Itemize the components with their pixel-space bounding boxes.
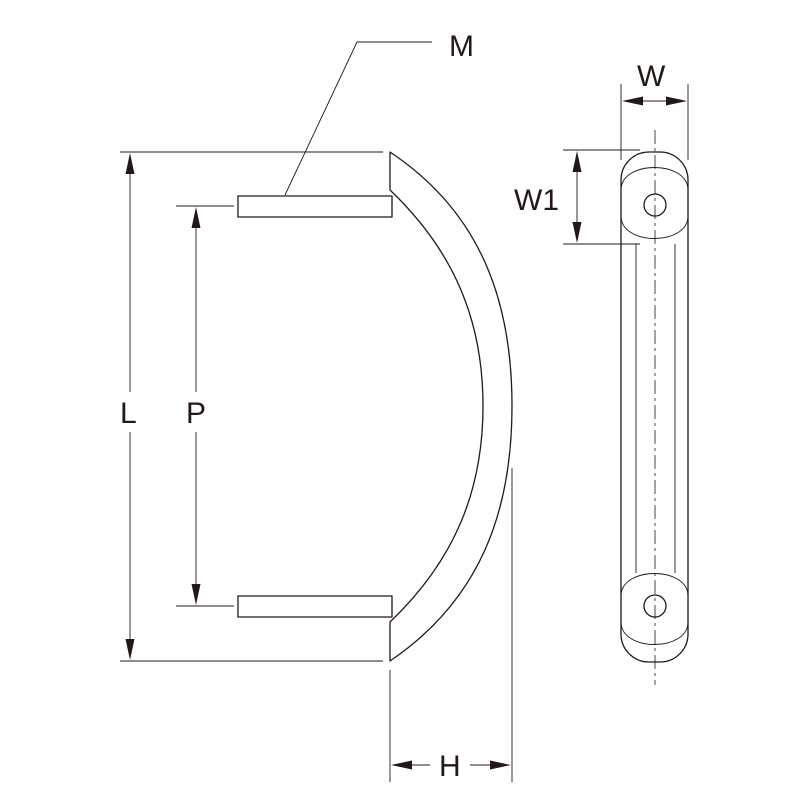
- dimension-w: W: [620, 60, 689, 160]
- l-arrow-top-icon: [125, 153, 135, 174]
- h-arrow-right-icon: [490, 760, 511, 770]
- l-label: L: [120, 397, 137, 430]
- w-arrow-right-icon: [666, 96, 687, 106]
- p-label: P: [186, 397, 206, 430]
- dimension-h: H: [389, 468, 513, 783]
- front-view: [620, 130, 689, 685]
- w1-arrow-bottom-icon: [572, 222, 582, 243]
- front-outline: [620, 151, 689, 663]
- side-view: [237, 151, 513, 662]
- w1-label: W1: [514, 184, 559, 217]
- w1-arrow-top-icon: [572, 151, 582, 172]
- w-label: W: [637, 60, 666, 93]
- h-label: H: [439, 750, 461, 783]
- handle-body: [389, 151, 513, 662]
- dimension-p: P: [176, 205, 234, 607]
- m-label: M: [449, 30, 474, 63]
- h-arrow-left-icon: [391, 760, 412, 770]
- bottom-boss: [620, 573, 689, 645]
- dimension-m: M: [284, 30, 474, 196]
- p-arrow-top-icon: [191, 207, 201, 228]
- w-arrow-left-icon: [622, 96, 643, 106]
- top-stud: [237, 195, 393, 218]
- m-leader-line: [284, 41, 432, 196]
- dimension-l: L: [114, 151, 383, 662]
- bottom-stud: [237, 595, 393, 618]
- p-arrow-bottom-icon: [191, 584, 201, 605]
- top-boss: [620, 167, 689, 239]
- l-arrow-bottom-icon: [125, 639, 135, 660]
- dimension-w1: W1: [514, 149, 640, 245]
